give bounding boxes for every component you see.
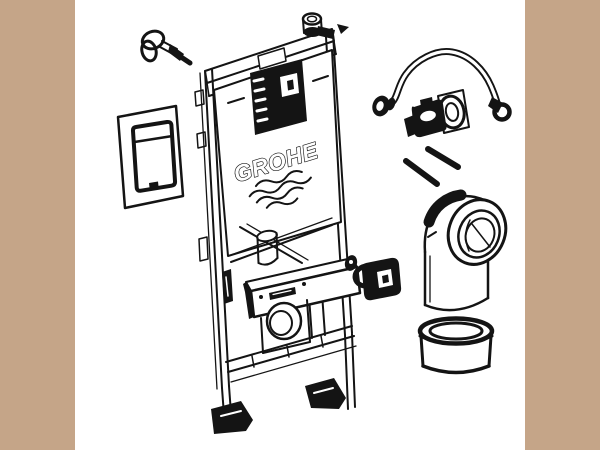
frame-legs bbox=[211, 325, 357, 434]
wall-anchor-bolt bbox=[140, 29, 193, 66]
frame-mid-section bbox=[222, 217, 362, 354]
inlet-connector bbox=[301, 12, 349, 39]
cistern-tank bbox=[213, 47, 342, 257]
mounting-rods bbox=[403, 146, 461, 187]
service-box bbox=[250, 59, 307, 135]
flush-plate bbox=[116, 104, 185, 210]
flush-elbow bbox=[423, 189, 508, 312]
supply-hose bbox=[372, 48, 512, 122]
mounting-clip bbox=[352, 257, 402, 301]
grohe-waves-icon bbox=[248, 170, 312, 209]
angle-valve bbox=[404, 89, 470, 138]
wall-sleeve bbox=[417, 316, 495, 375]
